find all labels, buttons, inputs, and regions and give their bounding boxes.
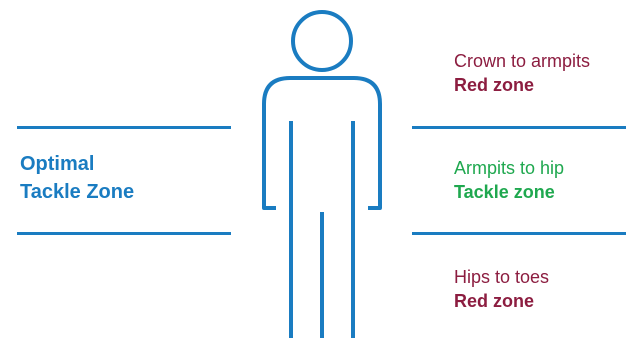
zone-description: Armpits to hip: [454, 158, 565, 178]
right-top-divider: [412, 126, 626, 129]
left-top-divider: [17, 126, 231, 129]
zone-name: Red zone: [454, 291, 535, 311]
zone-name: Red zone: [454, 75, 535, 95]
right-bottom-divider: [412, 232, 626, 235]
zone-description: Crown to armpits: [454, 51, 591, 71]
zone-description: Hips to toes: [454, 267, 550, 287]
left-label-line1: Optimal: [20, 153, 95, 175]
optimal-tackle-zone-label: Optimal Tackle Zone: [20, 150, 134, 206]
zone-hips-to-toes: Hips to toes Red zone: [454, 265, 549, 313]
figure-head: [291, 10, 353, 72]
zone-crown-to-armpits: Crown to armpits Red zone: [454, 49, 590, 97]
zone-armpits-to-hip: Armpits to hip Tackle zone: [454, 156, 564, 204]
left-bottom-divider: [17, 232, 231, 235]
figure-body-outline: [262, 76, 382, 210]
zone-name: Tackle zone: [454, 182, 555, 202]
left-label-line2: Tackle Zone: [20, 181, 135, 203]
